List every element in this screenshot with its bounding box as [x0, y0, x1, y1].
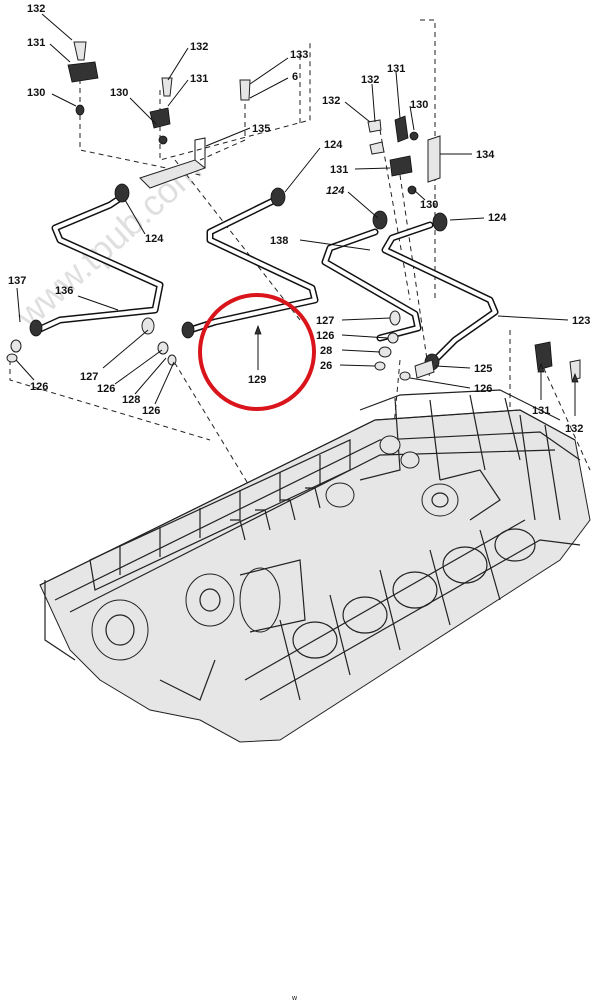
clamps-and-brackets — [67, 41, 581, 381]
callout-131: 131 — [532, 405, 550, 417]
leader-lines — [15, 13, 576, 416]
callout-129: 129 — [248, 374, 266, 386]
callout-126: 126 — [316, 330, 334, 342]
callout-124: 124 — [488, 212, 507, 224]
callout-132: 132 — [190, 41, 208, 53]
highlight-circle — [198, 293, 316, 411]
footer-mark: w — [291, 995, 298, 1002]
callout-130: 130 — [27, 87, 45, 99]
callout-126: 126 — [142, 405, 160, 417]
callout-138: 138 — [270, 235, 288, 247]
callout-132: 132 — [322, 95, 340, 107]
callout-134: 134 — [476, 149, 495, 161]
callout-132: 132 — [361, 74, 379, 86]
callout-124: 124 — [324, 139, 343, 151]
callout-126: 126 — [30, 381, 48, 393]
callout-132: 132 — [565, 423, 583, 435]
callout-132: 132 — [27, 3, 45, 15]
callout-127: 127 — [80, 371, 98, 383]
arrowheads — [254, 324, 579, 383]
callout-130: 130 — [110, 87, 128, 99]
callout-labels: 132 131 130 132 131 130 133 6 135 124 12… — [8, 3, 590, 435]
callout-136: 136 — [55, 285, 73, 297]
callout-133: 133 — [290, 49, 308, 61]
pipe-138 — [321, 228, 422, 342]
callout-131: 131 — [27, 37, 45, 49]
callout-28: 28 — [320, 345, 332, 357]
callout-137: 137 — [8, 275, 26, 287]
callout-127: 127 — [316, 315, 334, 327]
callout-126: 126 — [474, 383, 492, 395]
callout-128: 128 — [122, 394, 140, 406]
callout-126: 126 — [97, 383, 115, 395]
callout-131: 131 — [330, 164, 348, 176]
callout-130: 130 — [420, 199, 438, 211]
engine-block — [39, 389, 591, 743]
callout-6: 6 — [292, 71, 298, 83]
callout-131: 131 — [190, 73, 208, 85]
callout-26: 26 — [320, 360, 332, 372]
callout-131: 131 — [387, 63, 405, 75]
callout-124: 124 — [326, 185, 344, 197]
fittings — [6, 183, 448, 381]
callout-125: 125 — [474, 363, 492, 375]
fuel-pipes — [34, 191, 499, 364]
alignment-lines — [9, 19, 591, 560]
callout-130: 130 — [410, 99, 428, 111]
callout-135: 135 — [252, 123, 270, 135]
callout-124: 124 — [145, 233, 164, 245]
callout-123: 123 — [572, 315, 590, 327]
